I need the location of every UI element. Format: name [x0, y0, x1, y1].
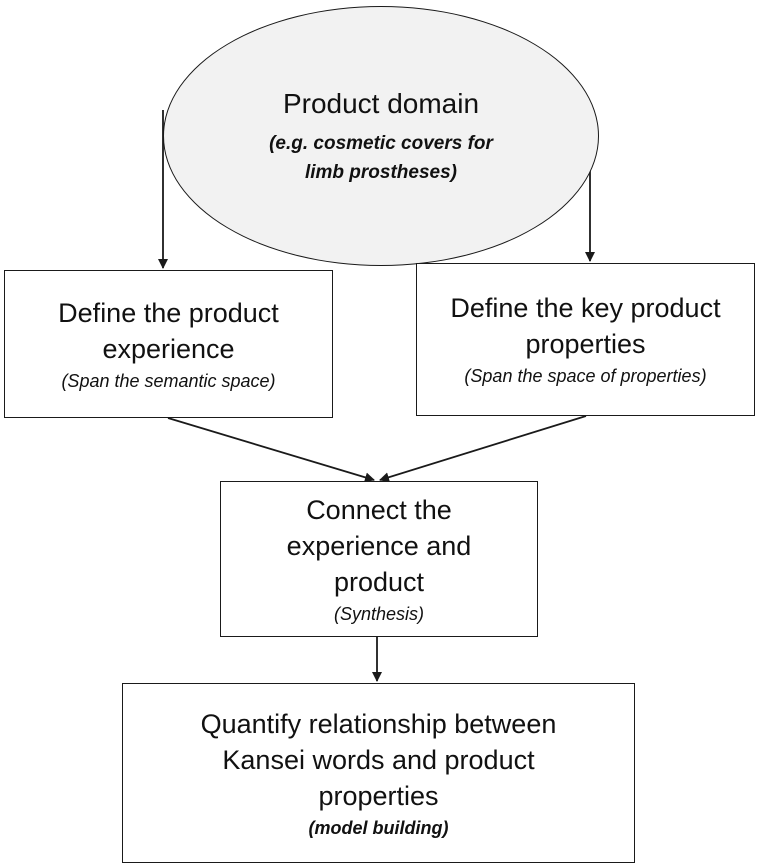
- define-experience-title-line1: Define the product: [58, 297, 279, 328]
- arrow-properties-to-connect: [379, 415, 587, 483]
- quantify-box: Quantify relationship between Kansei wor…: [122, 683, 635, 863]
- connect-title-line2: experience and: [286, 530, 472, 561]
- define-experience-subtitle: (Span the semantic space): [61, 370, 276, 391]
- quantify-title-line3: properties: [318, 780, 439, 811]
- connect-box: Connect the experience and product (Synt…: [220, 481, 538, 637]
- define-experience-box: Define the product experience (Span the …: [4, 270, 333, 418]
- connect-title-line1: Connect the: [306, 494, 452, 525]
- quantify-subtitle: (model building): [308, 817, 449, 838]
- product-domain-example-line1: (e.g. cosmetic covers for: [269, 133, 493, 154]
- arrow-experience-to-connect: [167, 417, 375, 483]
- define-properties-title-line2: properties: [525, 329, 646, 359]
- product-domain-example-line2: limb prostheses): [304, 162, 458, 183]
- define-properties-title-line1: Define the key product: [450, 293, 721, 323]
- quantify-title-line1: Quantify relationship between: [200, 708, 557, 739]
- product-domain-ellipse: Product domain (e.g. cosmetic covers for…: [163, 6, 599, 266]
- connect-subtitle: (Synthesis): [333, 603, 425, 624]
- product-domain-title: Product domain: [282, 88, 480, 119]
- define-properties-subtitle: (Span the space of properties): [464, 366, 707, 386]
- define-experience-title-line2: experience: [102, 333, 235, 364]
- quantify-title-line2: Kansei words and product: [222, 744, 535, 775]
- connect-title-line3: product: [333, 566, 425, 597]
- define-properties-box: Define the key product properties (Span …: [416, 263, 755, 416]
